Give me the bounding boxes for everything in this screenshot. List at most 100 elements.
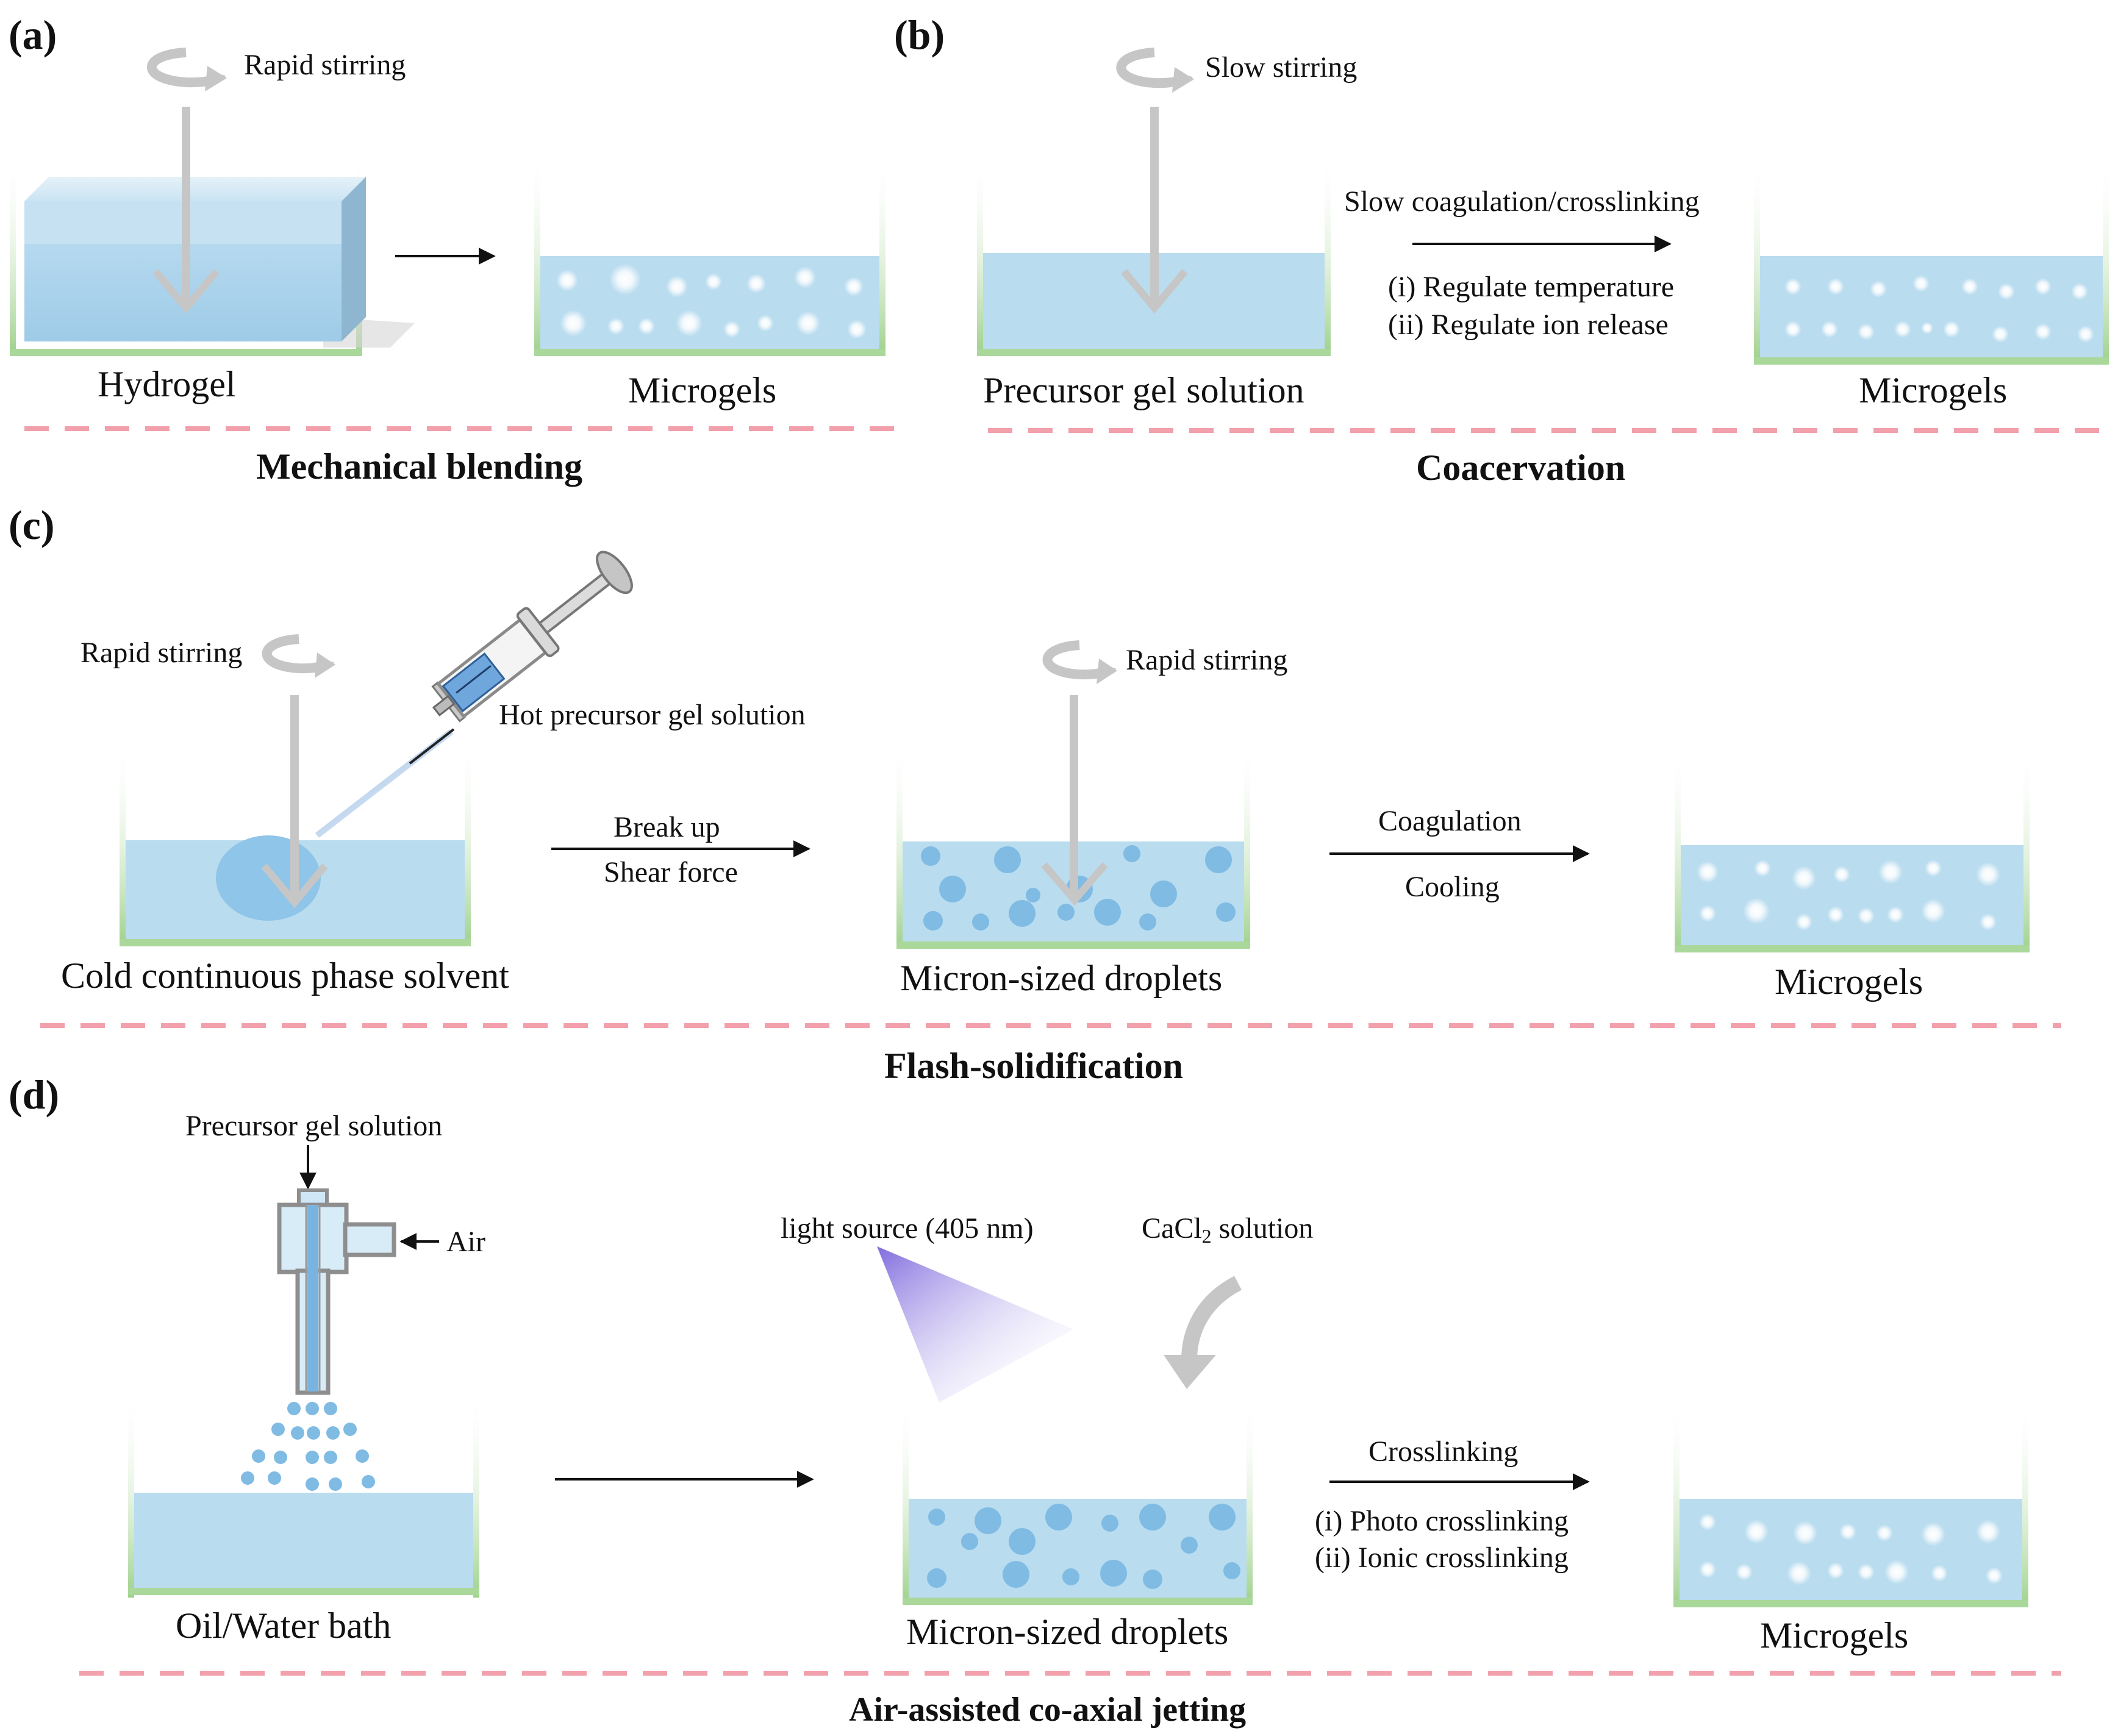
microgel-particle: [666, 276, 688, 298]
microgel-particle: [638, 318, 655, 335]
microgel-particle: [844, 277, 864, 296]
hydrogel-container: [10, 152, 415, 356]
microgel-particle: [847, 320, 867, 339]
sprayed-droplet: [271, 1423, 285, 1436]
microgel-particle: [1697, 861, 1719, 883]
microgel-particle: [560, 310, 587, 337]
sprayed-droplet: [343, 1423, 357, 1436]
sprayed-droplet: [274, 1451, 287, 1464]
air-assisted-jetting-title: Air-assisted co-axial jetting: [849, 1691, 1246, 1729]
sprayed-droplet: [306, 1477, 319, 1491]
sprayed-droplet: [241, 1471, 254, 1485]
microgels-label: Microgels: [1859, 370, 2007, 410]
sprayed-droplet: [356, 1449, 369, 1463]
sprayed-droplet: [326, 1426, 340, 1440]
sprayed-droplet: [306, 1402, 319, 1415]
microgel-particle: [1912, 275, 1930, 292]
coacervation-title: Coacervation: [1416, 448, 1625, 488]
microgel-particles: [1699, 1513, 2003, 1585]
microgel-particle: [2034, 278, 2052, 295]
sprayed-droplet: [252, 1449, 265, 1463]
droplet: [923, 911, 943, 931]
microgel-particle: [1784, 321, 1801, 338]
microgel-particle: [1833, 866, 1850, 883]
droplet: [1100, 1560, 1127, 1587]
droplet: [1094, 899, 1121, 926]
droplet: [939, 876, 966, 902]
flash-solidification-title: Flash-solidification: [884, 1046, 1183, 1086]
input-label: Precursor gel solution: [185, 1110, 442, 1142]
arrow-top-label: Slow coagulation/crosslinking: [1344, 185, 1700, 218]
panel-a-tag: (a): [9, 12, 57, 58]
microgel-particle: [1921, 899, 1945, 923]
droplet: [1205, 846, 1232, 873]
microgel-particles: [556, 263, 867, 339]
microgel-particle: [1980, 913, 1997, 931]
microgel-particle: [1754, 860, 1771, 877]
microgel-particle: [1699, 905, 1716, 922]
micron-droplets-label: Micron-sized droplets: [906, 1612, 1228, 1652]
microgel-particle: [1884, 1560, 1909, 1584]
microgel-particle: [1876, 1524, 1893, 1541]
microgel-particle: [723, 321, 740, 338]
microgel-particle: [1992, 326, 2009, 343]
photo-crosslinking-label: (i) Photo crosslinking: [1315, 1505, 1569, 1537]
droplet: [1143, 1570, 1162, 1589]
cacl2-label: CaCl2 solution: [1142, 1212, 1313, 1247]
syringe-icon: [315, 551, 633, 838]
microgel-particle: [1894, 321, 1911, 338]
microgel-particle: [1839, 1523, 1856, 1540]
microgel-particle: [1943, 321, 1960, 338]
microgel-particle: [1793, 1521, 1817, 1545]
microgel-particle: [1784, 278, 1801, 295]
microgel-particle: [1976, 1520, 2000, 1544]
droplet: [1057, 904, 1075, 921]
droplet: [1101, 1515, 1118, 1532]
droplet: [972, 913, 989, 931]
microgel-particle: [1998, 283, 2015, 300]
droplet: [1139, 913, 1156, 931]
panel-a-stir-label: Rapid stirring: [244, 49, 406, 81]
crosslinking-label: Crosslinking: [1368, 1435, 1518, 1468]
panel-c-tag: (c): [9, 502, 54, 548]
panel-c-stir-label-1: Rapid stirring: [80, 637, 242, 669]
microgel-particle: [1827, 1562, 1844, 1579]
sprayed-droplet: [324, 1451, 337, 1464]
stirrer-icon: [146, 48, 227, 314]
microgel-particle: [1787, 1561, 1811, 1585]
microgel-particle: [705, 273, 722, 290]
microgels-label: Microgels: [1760, 1615, 1908, 1656]
sprayed-droplet: [287, 1402, 301, 1415]
microgel-particle: [796, 311, 820, 335]
ionic-crosslinking-label: (ii) Ionic crosslinking: [1315, 1541, 1569, 1574]
microgel-particle: [1931, 1565, 1948, 1582]
droplet: [1150, 881, 1177, 907]
sprayed-droplets: [241, 1402, 375, 1491]
microgel-particle: [1878, 860, 1903, 884]
microgel-particle: [1887, 906, 1904, 923]
air-label: Air: [446, 1226, 485, 1258]
microgel-particle: [1858, 907, 1875, 924]
cold-solvent-label: Cold continuous phase solvent: [61, 956, 509, 996]
droplet: [1123, 845, 1140, 862]
micron-droplets-label: Micron-sized droplets: [900, 958, 1222, 998]
microgel-particle: [1792, 866, 1816, 890]
microgel-particle: [2071, 283, 2088, 300]
droplet: [1045, 1504, 1072, 1531]
hydrogel-label: Hydrogel: [98, 364, 236, 404]
panel-b-stir-label: Slow stirring: [1205, 51, 1357, 84]
sprayed-droplet: [307, 1426, 320, 1440]
microgel-particles: [1784, 275, 2094, 343]
precursor-gel-solution-label: Precursor gel solution: [983, 370, 1304, 410]
sprayed-droplet: [291, 1426, 304, 1440]
oil-water-bath-label: Oil/Water bath: [176, 1606, 391, 1646]
droplet-particles: [927, 1504, 1240, 1589]
droplet: [994, 846, 1021, 873]
sprayed-droplet: [329, 1477, 342, 1491]
microgel-particle: [746, 274, 766, 293]
microgels-label: Microgels: [1775, 962, 1923, 1002]
microgels-container: [1673, 1396, 2028, 1607]
droplet: [1181, 1537, 1198, 1554]
